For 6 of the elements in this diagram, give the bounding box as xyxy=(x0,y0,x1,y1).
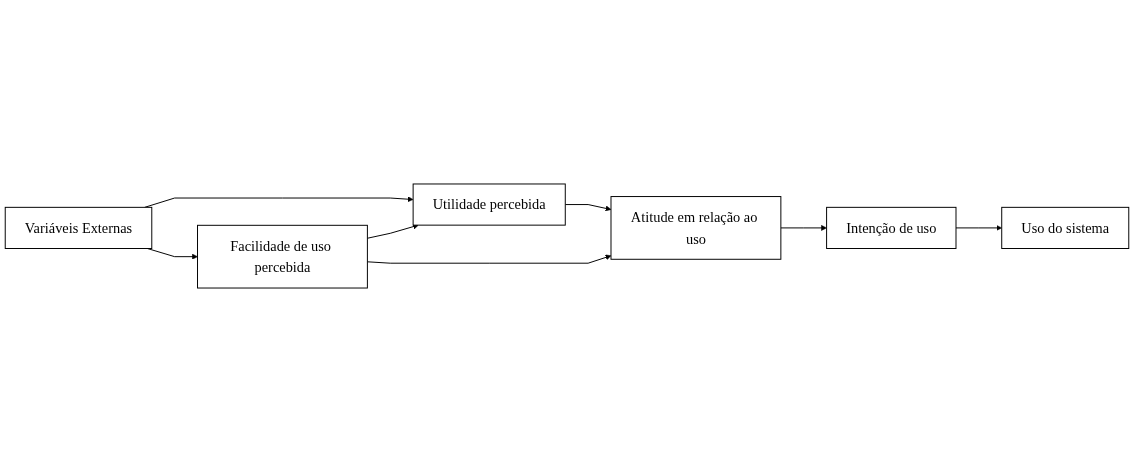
node-box: Utilidade percebida xyxy=(412,183,566,226)
node-box: Atitude em relação ao uso xyxy=(610,196,782,260)
node-box: Variáveis Externas xyxy=(4,206,153,249)
node-box: Intenção de uso xyxy=(826,206,957,249)
node-box: Uso do sistema xyxy=(1001,206,1130,249)
node-box: Facilidade de uso percebida xyxy=(197,224,368,289)
